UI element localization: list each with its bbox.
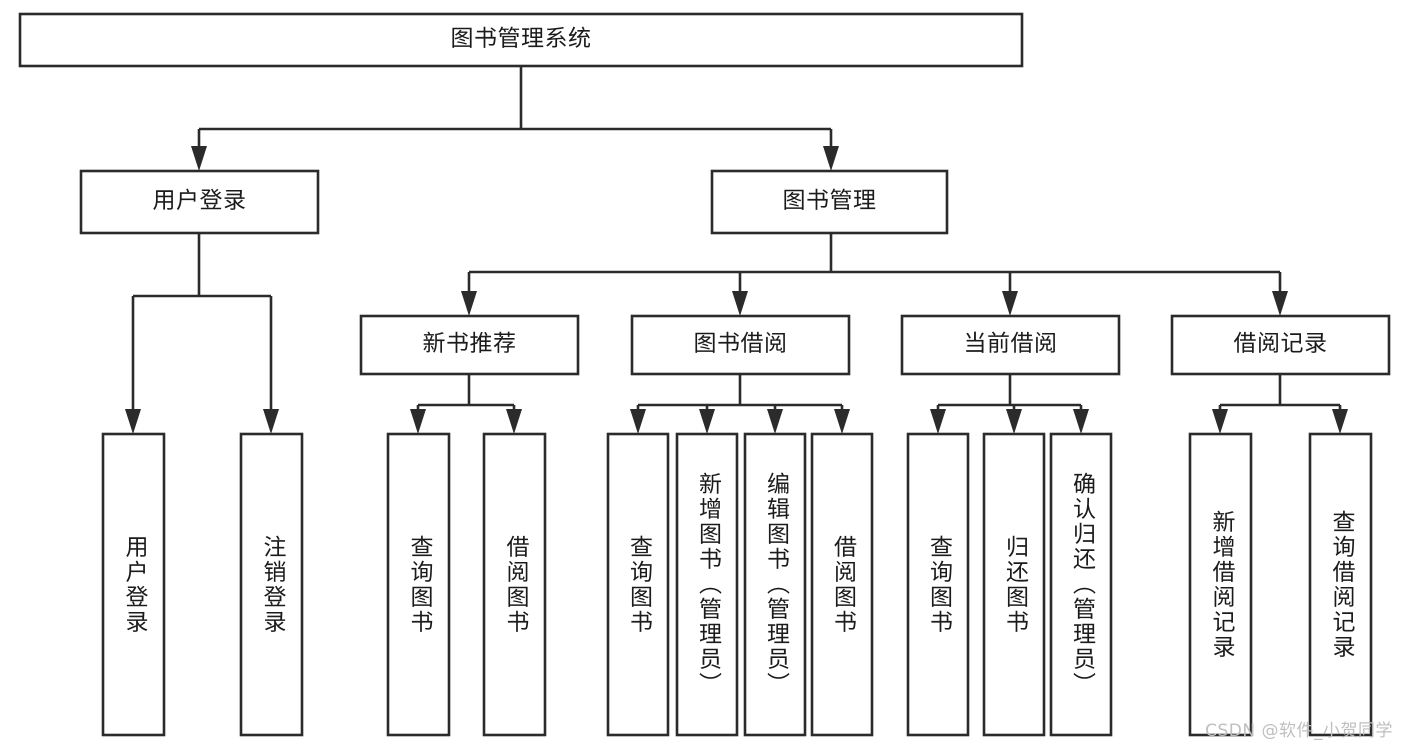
node-user-login-box[interactable] (79, 169, 320, 235)
leaf-confirm-return-box[interactable] (1049, 432, 1113, 737)
leaf-query-book-1-box[interactable] (386, 432, 451, 737)
node-new-book-recommend-box[interactable] (359, 314, 580, 376)
node-user-login-label: 用户登录 (152, 188, 247, 215)
arrow-head-leaf-user-login (125, 409, 141, 434)
connector-book-manage-to-level3 (461, 233, 1288, 316)
connector-book-borrow-to-leaves (630, 374, 850, 434)
node-root-box[interactable] (18, 12, 1024, 68)
arrow-head-leaf-return-book (1006, 409, 1022, 434)
leaf-add-record-box[interactable] (1188, 432, 1253, 737)
arrow-head-leaf-query-record (1332, 409, 1348, 434)
arrow-head-leaf-add-record (1212, 409, 1228, 434)
leaf-user-login-box[interactable] (101, 432, 166, 737)
node-book-borrow-label: 图书借阅 (693, 331, 788, 358)
leaf-query-record-box[interactable] (1308, 432, 1373, 737)
arrow-head-leaf-edit-book (767, 409, 783, 434)
leaf-borrow-book-1-label: 借阅图书 (502, 534, 528, 635)
leaf-borrow-book-2-label: 借阅图书 (829, 534, 856, 635)
leaf-query-book-2-box[interactable] (606, 432, 670, 737)
arrow-head-book-manage (823, 146, 839, 171)
connector-borrow-record-to-leaves (1212, 374, 1348, 434)
leaf-query-record-label: 查询借阅记录 (1328, 509, 1354, 660)
node-book-manage-label: 图书管理 (782, 188, 877, 215)
leaf-edit-book-label: 编辑图书（管理员） (762, 472, 789, 697)
leaf-query-book-1-label: 查询图书 (406, 534, 432, 635)
arrow-head-leaf-user-logout (263, 409, 279, 434)
arrow-head-leaf-query-book-3 (930, 409, 946, 434)
arrow-head-new-book-recommend (461, 291, 477, 316)
leaf-user-logout-label: 注销登录 (259, 534, 285, 635)
leaf-query-book-3-label: 查询图书 (925, 534, 952, 635)
leaf-add-book-label: 新增图书（管理员） (694, 472, 721, 697)
leaf-borrow-book-1-box[interactable] (482, 432, 547, 737)
connector-root-to-level2 (191, 66, 839, 171)
connector-user-login-to-leaves (125, 233, 279, 434)
node-current-borrow-box[interactable] (900, 314, 1121, 376)
leaf-add-book-box[interactable] (675, 432, 739, 737)
arrow-head-leaf-borrow-book-2 (834, 409, 850, 434)
watermark-text: CSDN @软件_小贺同学 (1205, 721, 1393, 741)
leaf-user-logout-box[interactable] (239, 432, 304, 737)
leaf-return-book-label: 归还图书 (1001, 534, 1028, 635)
arrow-head-leaf-borrow-book-1 (506, 409, 522, 434)
arrow-head-leaf-confirm-return (1073, 409, 1089, 434)
leaf-add-record-label: 新增借阅记录 (1208, 509, 1234, 660)
leaf-borrow-book-2-box[interactable] (810, 432, 874, 737)
node-new-book-recommend-label: 新书推荐 (422, 331, 517, 358)
arrow-head-current-borrow (1002, 291, 1018, 316)
arrow-head-leaf-query-book-2 (630, 409, 646, 434)
leaf-query-book-2-label: 查询图书 (625, 534, 652, 635)
node-book-manage-box[interactable] (710, 169, 949, 235)
leaf-user-login-label: 用户登录 (121, 534, 147, 635)
node-borrow-record-label: 借阅记录 (1233, 331, 1328, 358)
node-current-borrow-label: 当前借阅 (963, 331, 1058, 358)
arrow-head-leaf-add-book (699, 409, 715, 434)
arrow-head-leaf-query-book-1 (410, 409, 426, 434)
arrow-head-user-login (191, 146, 207, 171)
arrow-head-book-borrow (732, 291, 748, 316)
connector-new-book-recommend-to-leaves (410, 374, 522, 434)
connector-current-borrow-to-leaves (930, 374, 1089, 434)
leaf-confirm-return-label: 确认归还（管理员） (1068, 472, 1095, 697)
leaf-return-book-box[interactable] (982, 432, 1046, 737)
leaf-query-book-3-box[interactable] (906, 432, 970, 737)
node-root-label: 图书管理系统 (450, 26, 592, 53)
arrow-head-borrow-record (1272, 291, 1288, 316)
